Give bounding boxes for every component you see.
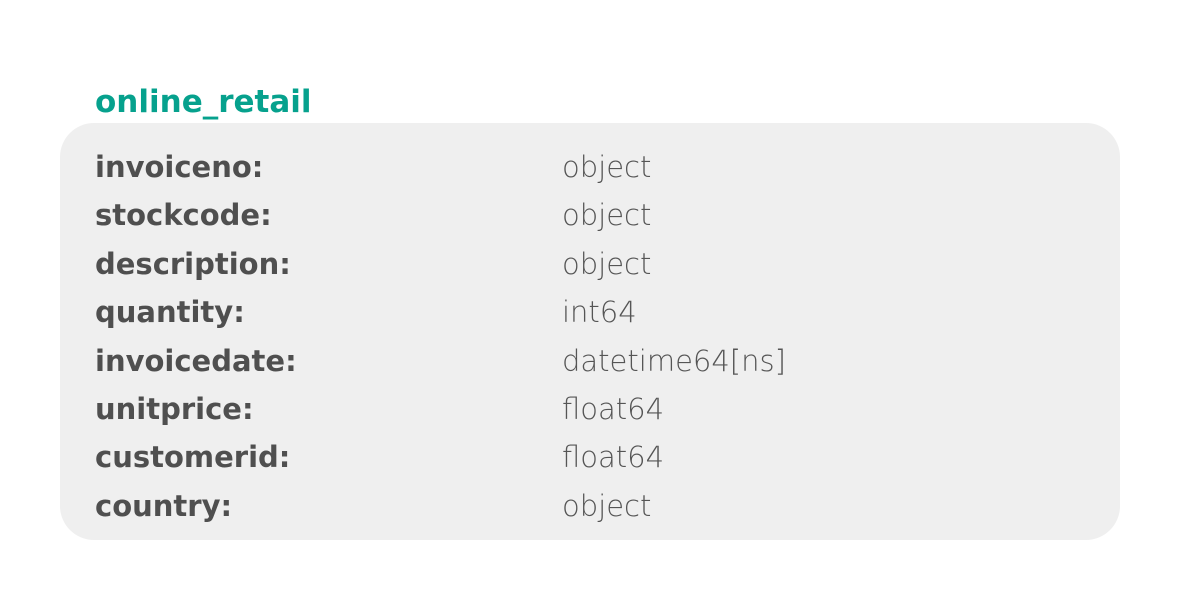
field-name: invoiceno: <box>95 150 264 184</box>
dataframe-title: online_retail <box>95 84 312 120</box>
field-dtype: object <box>562 488 652 523</box>
field-dtype: object <box>562 246 652 281</box>
field-dtype: object <box>562 198 652 233</box>
field-dtype: float64 <box>562 391 665 426</box>
field-name: unitprice: <box>95 391 254 426</box>
field-name: stockcode: <box>95 198 272 233</box>
field-dtype: datetime64[ns] <box>562 343 786 378</box>
field-name: country: <box>95 488 233 523</box>
field-dtype: object <box>562 150 652 184</box>
field-dtype: float64 <box>562 440 665 475</box>
schema-panel <box>60 123 1120 540</box>
field-name: quantity: <box>95 295 245 330</box>
field-dtype: int64 <box>562 295 637 330</box>
field-name: description: <box>95 246 291 281</box>
field-name: customerid: <box>95 440 291 475</box>
field-name: invoicedate: <box>95 343 297 378</box>
